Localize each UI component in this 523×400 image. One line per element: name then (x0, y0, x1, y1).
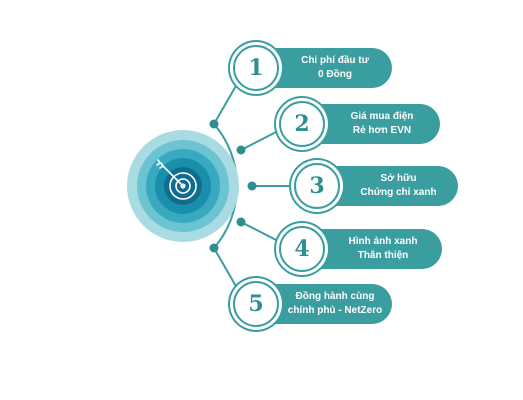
number-badge-1: 1 (233, 45, 279, 91)
benefit-5-line1: Đồng hành cùng (295, 291, 375, 302)
benefit-3-line2: Chứng chỉ xanh (360, 187, 437, 198)
benefit-2-line1: Giá mua điện (350, 111, 414, 122)
number-badge-5: 5 (233, 281, 279, 327)
benefit-4-line2: Thân thiện (357, 250, 409, 261)
connector-dot-5 (209, 243, 219, 253)
connector-dot-1 (209, 119, 219, 129)
benefit-2-line2: Rẻ hơn EVN (352, 125, 412, 136)
connector-dot-3 (247, 181, 257, 191)
connector-dot-2 (236, 145, 246, 155)
benefit-4-line1: Hình ảnh xanh (348, 236, 418, 247)
dart-target-icon (156, 159, 197, 200)
connector-line-2 (240, 129, 281, 151)
connector-line-5 (213, 247, 238, 289)
connector-line-1 (213, 83, 238, 125)
connector-line-4 (240, 221, 281, 243)
benefit-5-line2: chính phủ - NetZero (287, 305, 383, 316)
number-badge-4: 4 (279, 226, 325, 272)
benefit-3-line1: Sở hữu (380, 173, 417, 184)
benefit-1-line1: Chi phí đầu tư (301, 55, 369, 66)
benefit-1-line2: 0 Đồng (318, 69, 352, 80)
connector-dot-4 (236, 217, 246, 227)
number-badge-2: 2 (279, 101, 325, 147)
number-badge-3: 3 (294, 163, 340, 209)
